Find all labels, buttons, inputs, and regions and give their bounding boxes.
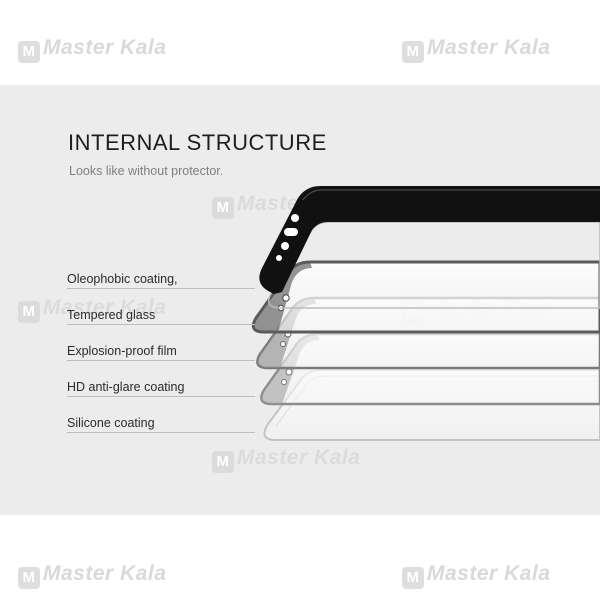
leader-line-oleophobic (67, 288, 255, 289)
leader-line-tempered-glass (67, 324, 255, 325)
page-subtitle: Looks like without protector. (69, 164, 224, 178)
leader-line-explosion-proof (67, 360, 255, 361)
watermark-logo-icon: M (402, 41, 424, 63)
leader-line-hd-anti-glare (67, 396, 255, 397)
leader-line-silicone (67, 432, 255, 433)
camera-hole-icon (281, 242, 289, 250)
watermark-logo-icon: M (402, 567, 424, 589)
layer-tempered-glass (251, 260, 600, 334)
watermark-logo-icon: M (212, 451, 234, 473)
watermark-logo-icon: M (18, 301, 40, 323)
watermark-logo-icon: M (18, 41, 40, 63)
page-title: INTERNAL STRUCTURE (68, 130, 327, 155)
speaker-slot-icon (284, 228, 298, 236)
watermark-logo-icon: M (212, 197, 234, 219)
sensor-hole-icon (291, 214, 299, 222)
label-hd-anti-glare: HD anti-glare coating (67, 380, 185, 394)
sensor-hole-icon (276, 255, 282, 261)
layer-oleophobic-coating (259, 186, 600, 309)
label-silicone-coating: Silicone coating (67, 416, 155, 430)
label-explosion-proof-film: Explosion-proof film (67, 344, 177, 358)
watermark-logo-icon: M (18, 567, 40, 589)
label-tempered-glass: Tempered glass (67, 308, 156, 322)
label-oleophobic-coating: Oleophobic coating, (67, 272, 178, 286)
